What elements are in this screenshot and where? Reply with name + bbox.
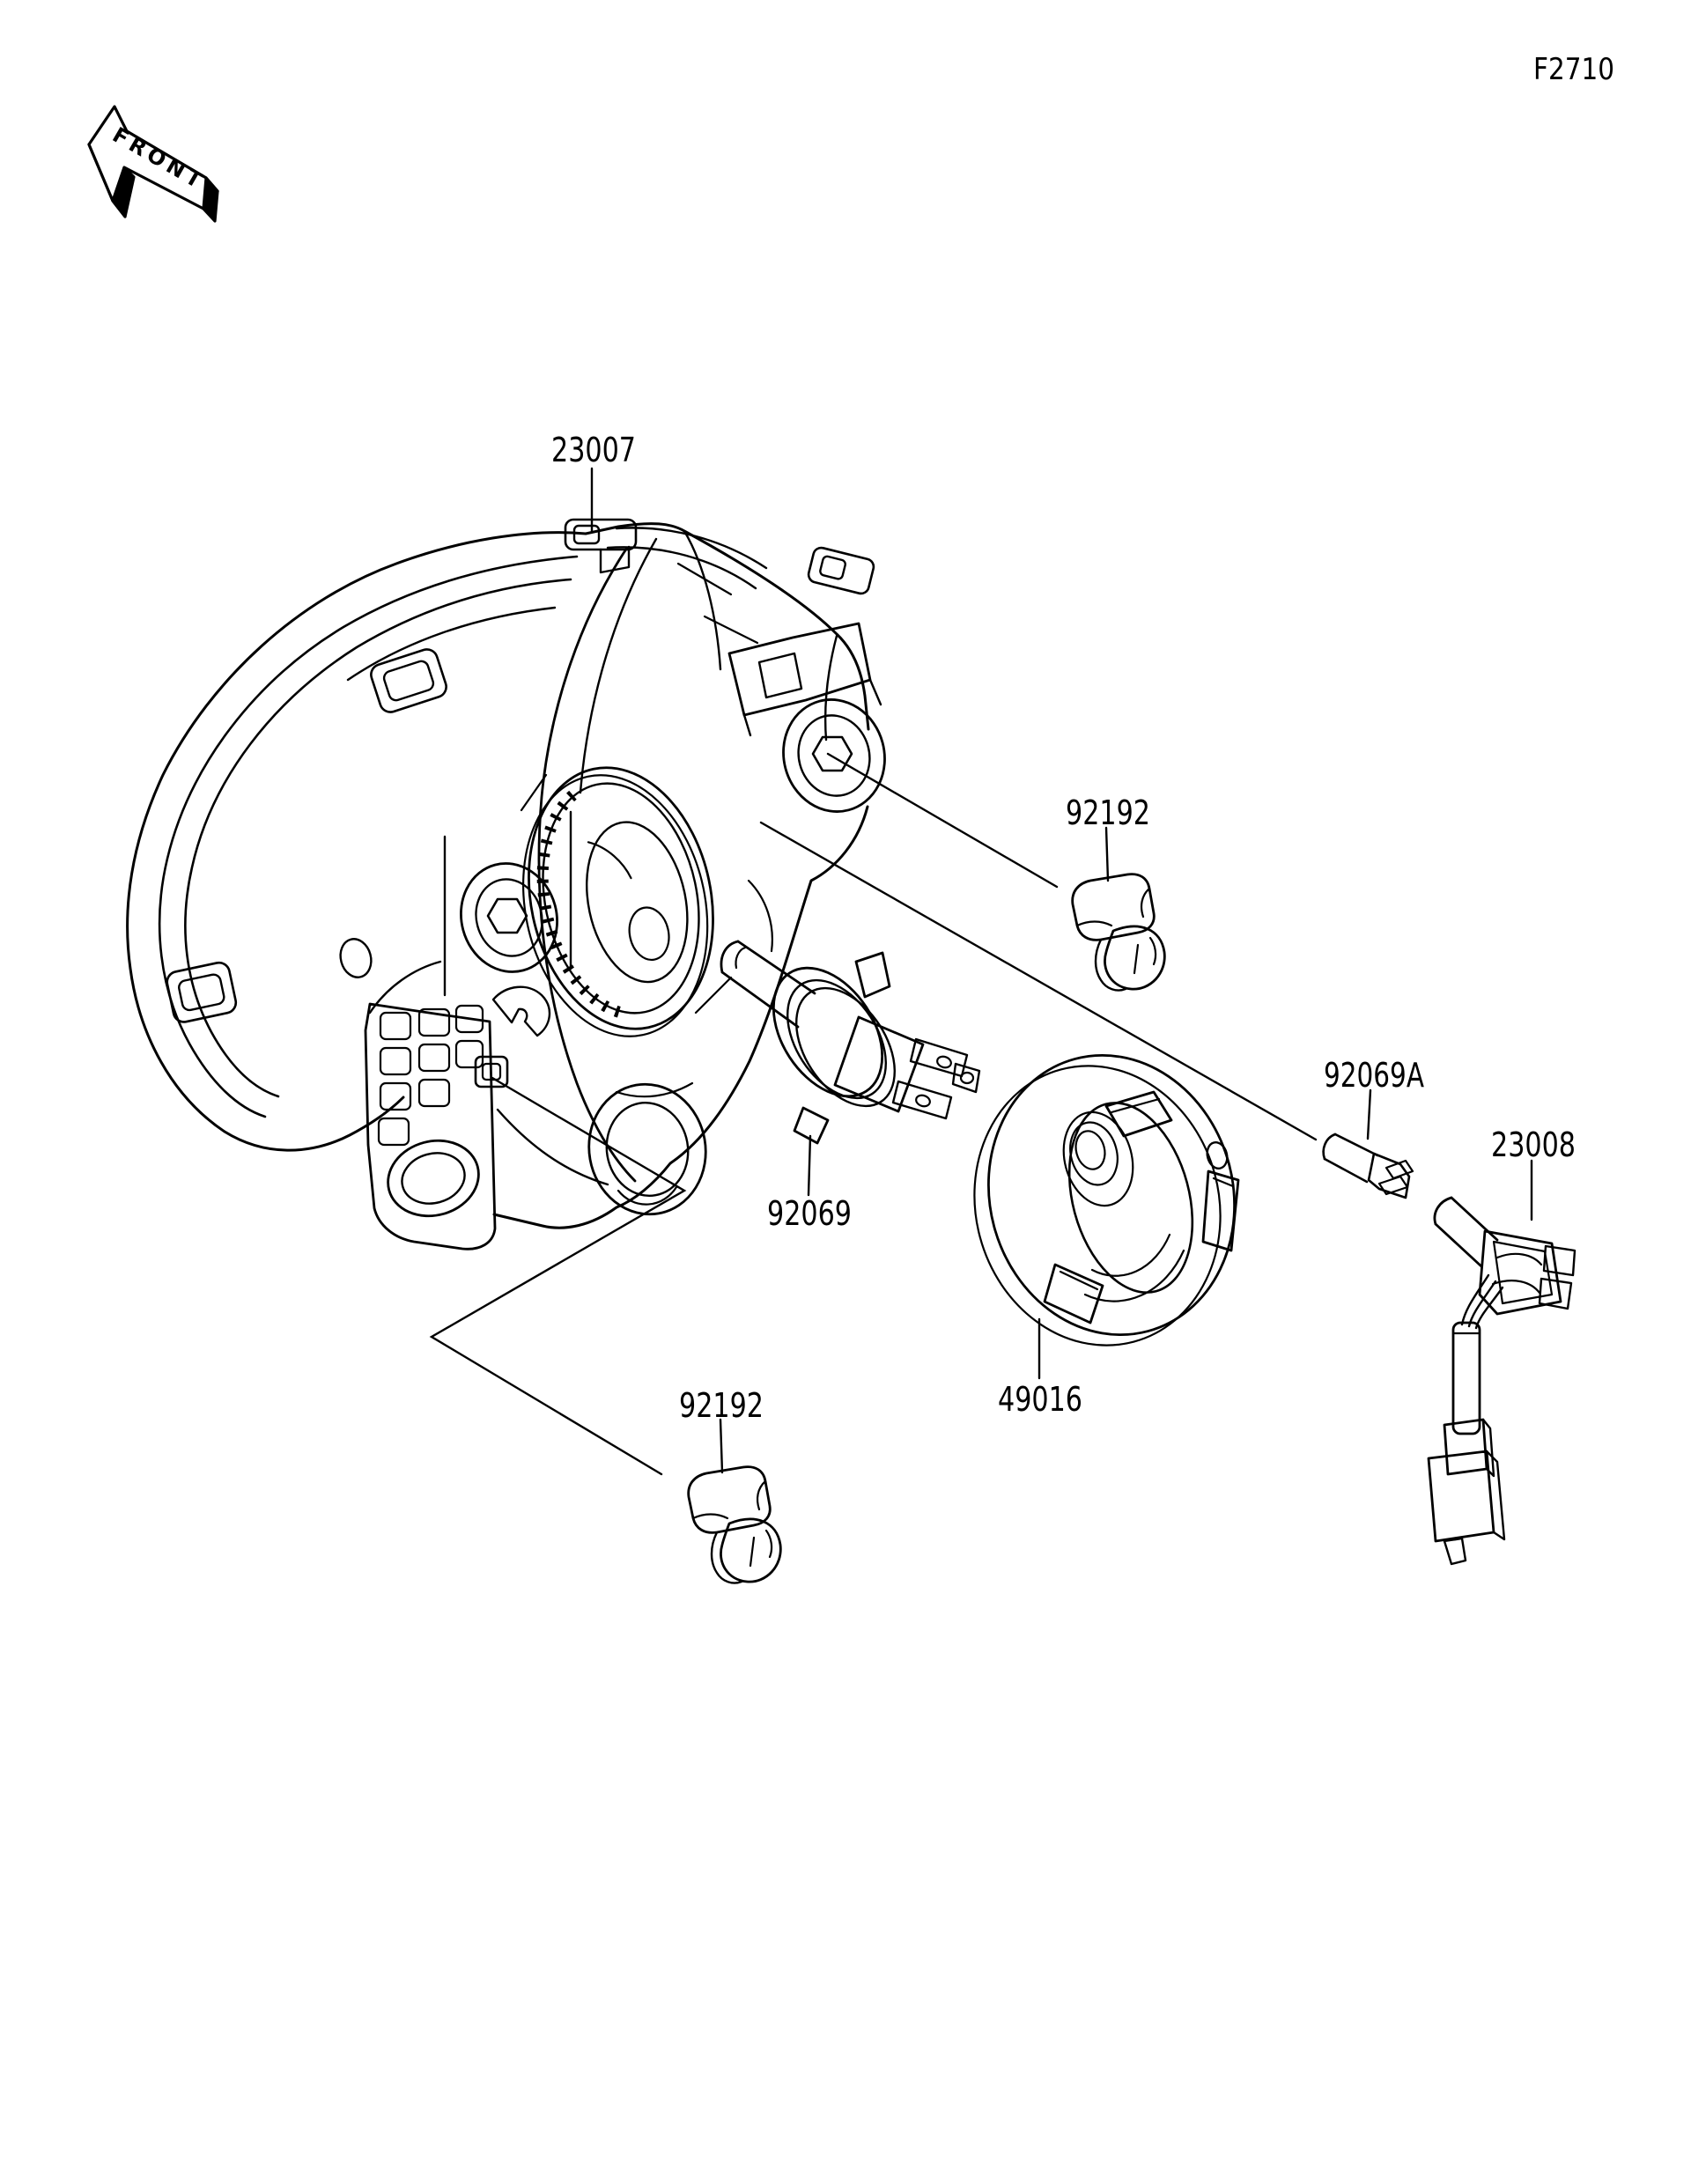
grommet-lower-drawing [687,1465,782,1584]
leader-lines [429,467,1533,1476]
part-label-23008: 23008 [1491,1125,1576,1164]
front-arrow-icon: FRONT [87,105,219,223]
part-label-49016: 49016 [998,1380,1082,1419]
dust-cover-drawing [973,1053,1240,1347]
position-bulb-drawing [1322,1133,1414,1199]
part-label-92069a: 92069A [1324,1056,1424,1095]
grommet-upper-drawing [1071,873,1166,992]
part-labels: 23007 92192 92069A 23008 92069 49016 921… [551,431,1576,1425]
part-label-23007: 23007 [551,431,636,469]
part-label-92192-lower: 92192 [679,1386,764,1425]
part-label-92069: 92069 [767,1194,852,1233]
socket-assembly-drawing [1427,1196,1577,1566]
part-label-92192-upper: 92192 [1066,793,1150,832]
headlamp-bulb-drawing [720,940,981,1145]
headlight-assembly-drawing [126,518,886,1251]
figure-ref-code: F2710 [1533,52,1614,87]
